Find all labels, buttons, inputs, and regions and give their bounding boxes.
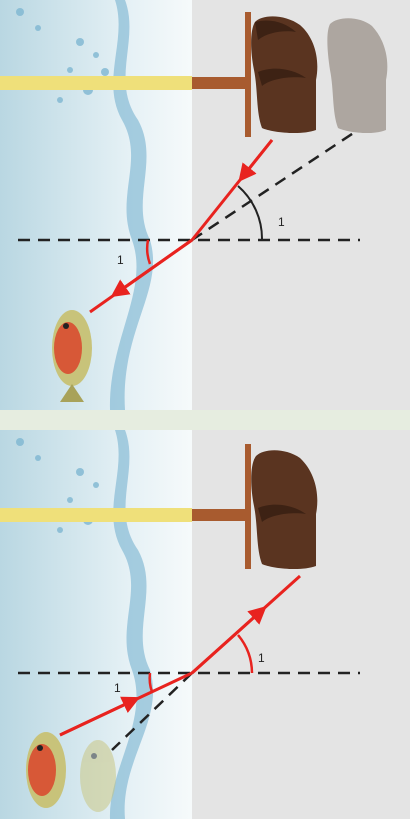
- wood-post: [245, 12, 251, 137]
- diagram-panel-bottom: 1 1: [0, 430, 410, 819]
- angle-label-air: 1: [258, 651, 265, 665]
- bear-virtual-image: [327, 18, 387, 133]
- water-region: [0, 0, 192, 410]
- fish-virtual-image: [80, 740, 116, 812]
- bear: [251, 450, 317, 569]
- bear: [251, 16, 317, 133]
- wood-beam: [192, 509, 247, 521]
- angle-label-water: 1: [114, 681, 121, 695]
- wood-post: [245, 444, 251, 569]
- refraction-diagram-top: 1 1: [0, 0, 410, 410]
- yellow-band: [0, 508, 192, 522]
- fish: [26, 732, 66, 808]
- yellow-band: [0, 76, 192, 90]
- angle-label-air: 1: [278, 215, 285, 229]
- diagram-panel-top: 1 1: [0, 0, 410, 410]
- refraction-diagram-bottom: 1 1: [0, 430, 410, 819]
- angle-label-water: 1: [117, 253, 124, 267]
- wood-beam: [192, 77, 247, 89]
